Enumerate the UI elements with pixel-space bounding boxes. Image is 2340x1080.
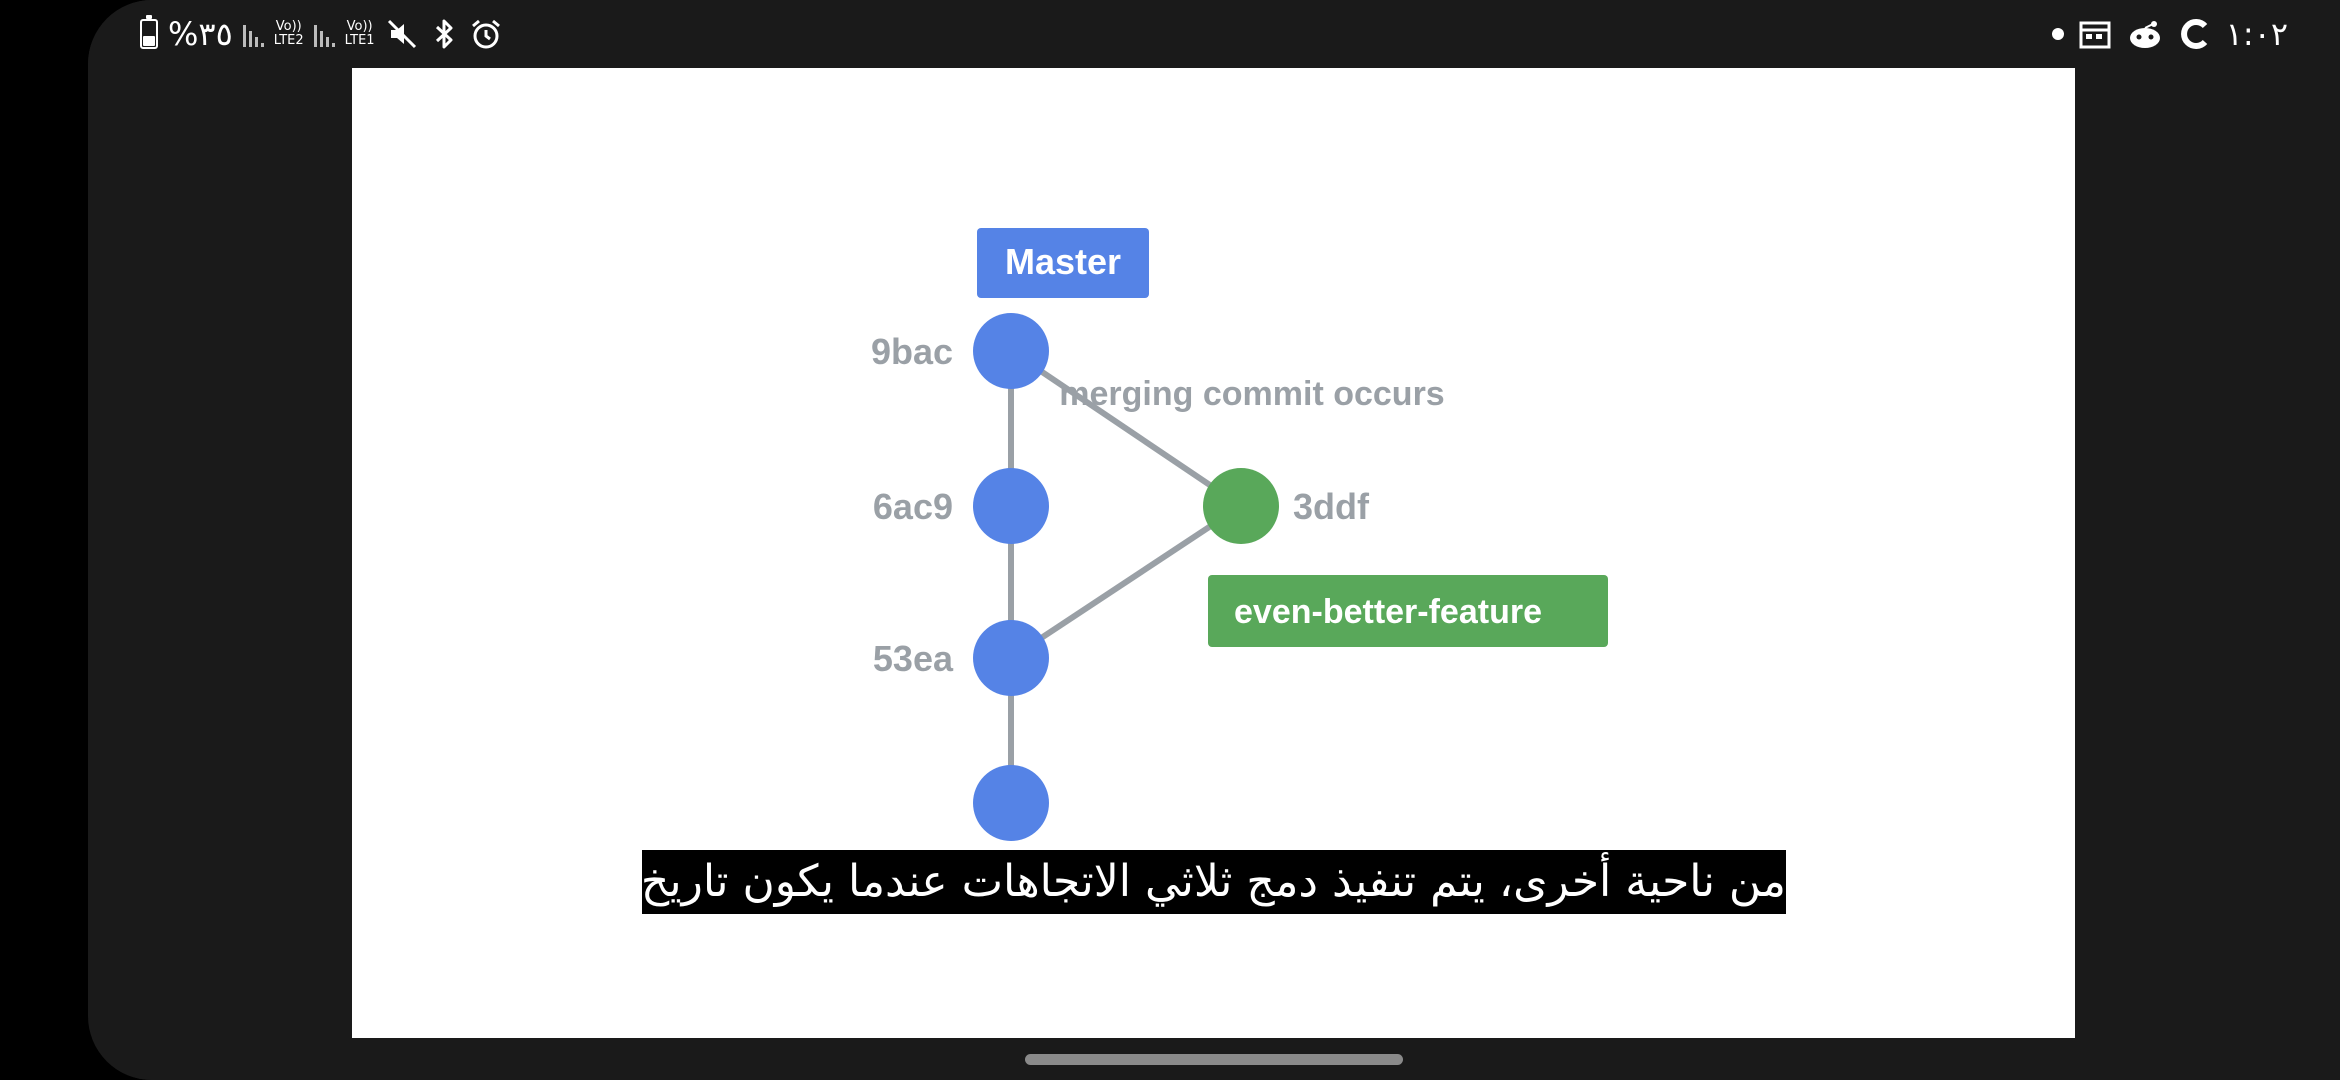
phone-screen: %٣٥ Vo)) LTE2 Vo)) LTE1: [88, 0, 2340, 1080]
commit-hash-label: 9bac: [871, 331, 953, 372]
home-gesture-handle[interactable]: [1025, 1054, 1403, 1065]
commit-node-base: [973, 765, 1049, 841]
notification-dot-icon: [2051, 28, 2064, 40]
mute-icon: [387, 19, 416, 49]
calendar-icon: [2079, 21, 2111, 49]
sim1-lte-label: LTE1: [344, 33, 375, 48]
merge-commit-hash-label: 3ddf: [1293, 486, 1370, 527]
video-player[interactable]: Master 9bac 6ac9 53ea 3ddf merging commi…: [352, 68, 2075, 1038]
status-bar: %٣٥ Vo)) LTE2 Vo)) LTE1: [88, 0, 2340, 68]
commit-node-3ddf: [1203, 468, 1279, 544]
merge-annotation: merging commit occurs: [1059, 375, 1444, 413]
commit-node-53ea: [973, 620, 1049, 696]
signal-icon: [313, 21, 335, 47]
sim1-volte-label: Vo)): [346, 19, 373, 34]
battery-percent: %٣٥: [168, 15, 233, 53]
battery-icon: [140, 15, 158, 49]
status-time: ١:٠٢: [2225, 15, 2288, 53]
master-branch-label: Master: [1005, 241, 1121, 282]
merge-edge-lower: [1009, 503, 1243, 661]
navigation-bar: [88, 1038, 2340, 1080]
sim2-volte-label: Vo)): [275, 19, 302, 34]
feature-branch-label-bg: [1208, 575, 1608, 647]
bluetooth-icon: [435, 19, 453, 49]
status-bar-right: ١:٠٢: [2051, 10, 2288, 58]
feature-branch-label: even-better-feature: [1234, 593, 1542, 631]
commit-node-6ac9: [973, 468, 1049, 544]
master-branch-label-bg: [977, 228, 1149, 298]
sim1-lte-indicator: Vo)) LTE1: [345, 20, 375, 48]
signal-icon: [242, 21, 264, 47]
commit-hash-label: 6ac9: [873, 486, 953, 527]
video-subtitle: من ناحية أخرى، يتم تنفيذ دمج ثلاثي الاتج…: [642, 850, 1786, 914]
sim2-lte-indicator: Vo)) LTE2: [274, 20, 304, 48]
commit-hash-label: 53ea: [873, 638, 954, 679]
commit-node-9bac: [973, 313, 1049, 389]
git-merge-diagram: Master 9bac 6ac9 53ea 3ddf merging commi…: [871, 228, 1608, 841]
reddit-icon: [2129, 21, 2160, 48]
alarm-icon: [471, 19, 500, 49]
c-app-icon: [2180, 19, 2207, 49]
status-bar-left: %٣٥ Vo)) LTE2 Vo)) LTE1: [140, 10, 503, 58]
sim2-lte-label: LTE2: [273, 33, 304, 48]
merge-edge-upper: [1009, 348, 1243, 509]
